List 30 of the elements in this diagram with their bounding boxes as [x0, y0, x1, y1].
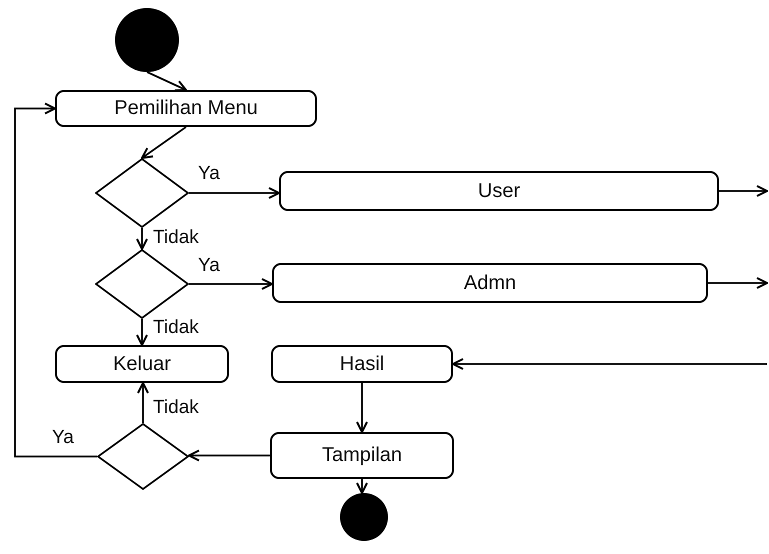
arrow: [188, 450, 270, 462]
arrow: [14, 102, 97, 458]
arrow: [141, 126, 187, 159]
action-label: User: [478, 180, 520, 202]
arrow: [452, 358, 767, 370]
arrow: [146, 71, 187, 92]
decision-diamond: [97, 423, 189, 490]
arrow: [136, 228, 148, 250]
action-label: Keluar: [113, 352, 171, 376]
action-box: [270, 432, 454, 479]
arrow: [137, 382, 149, 423]
action-label: Tampilan: [322, 444, 402, 467]
action-label: Hasil: [340, 352, 384, 376]
arrow: [136, 319, 148, 346]
action-label: Admn: [464, 272, 516, 294]
arrow: [189, 278, 273, 290]
action-box: [55, 90, 317, 127]
arrow: [356, 479, 368, 494]
action-box: [279, 171, 719, 211]
arrow: [708, 277, 768, 289]
decision-diamond: [95, 158, 189, 228]
action-box: [55, 345, 229, 383]
activity-circle: [340, 493, 388, 541]
action-label: Pemilihan Menu: [114, 97, 258, 120]
arrow: [356, 383, 368, 433]
action-box: [272, 263, 708, 303]
decision-diamond: [95, 249, 189, 319]
arrow: [719, 185, 768, 197]
arrow: [189, 187, 280, 199]
action-box: [271, 345, 453, 383]
